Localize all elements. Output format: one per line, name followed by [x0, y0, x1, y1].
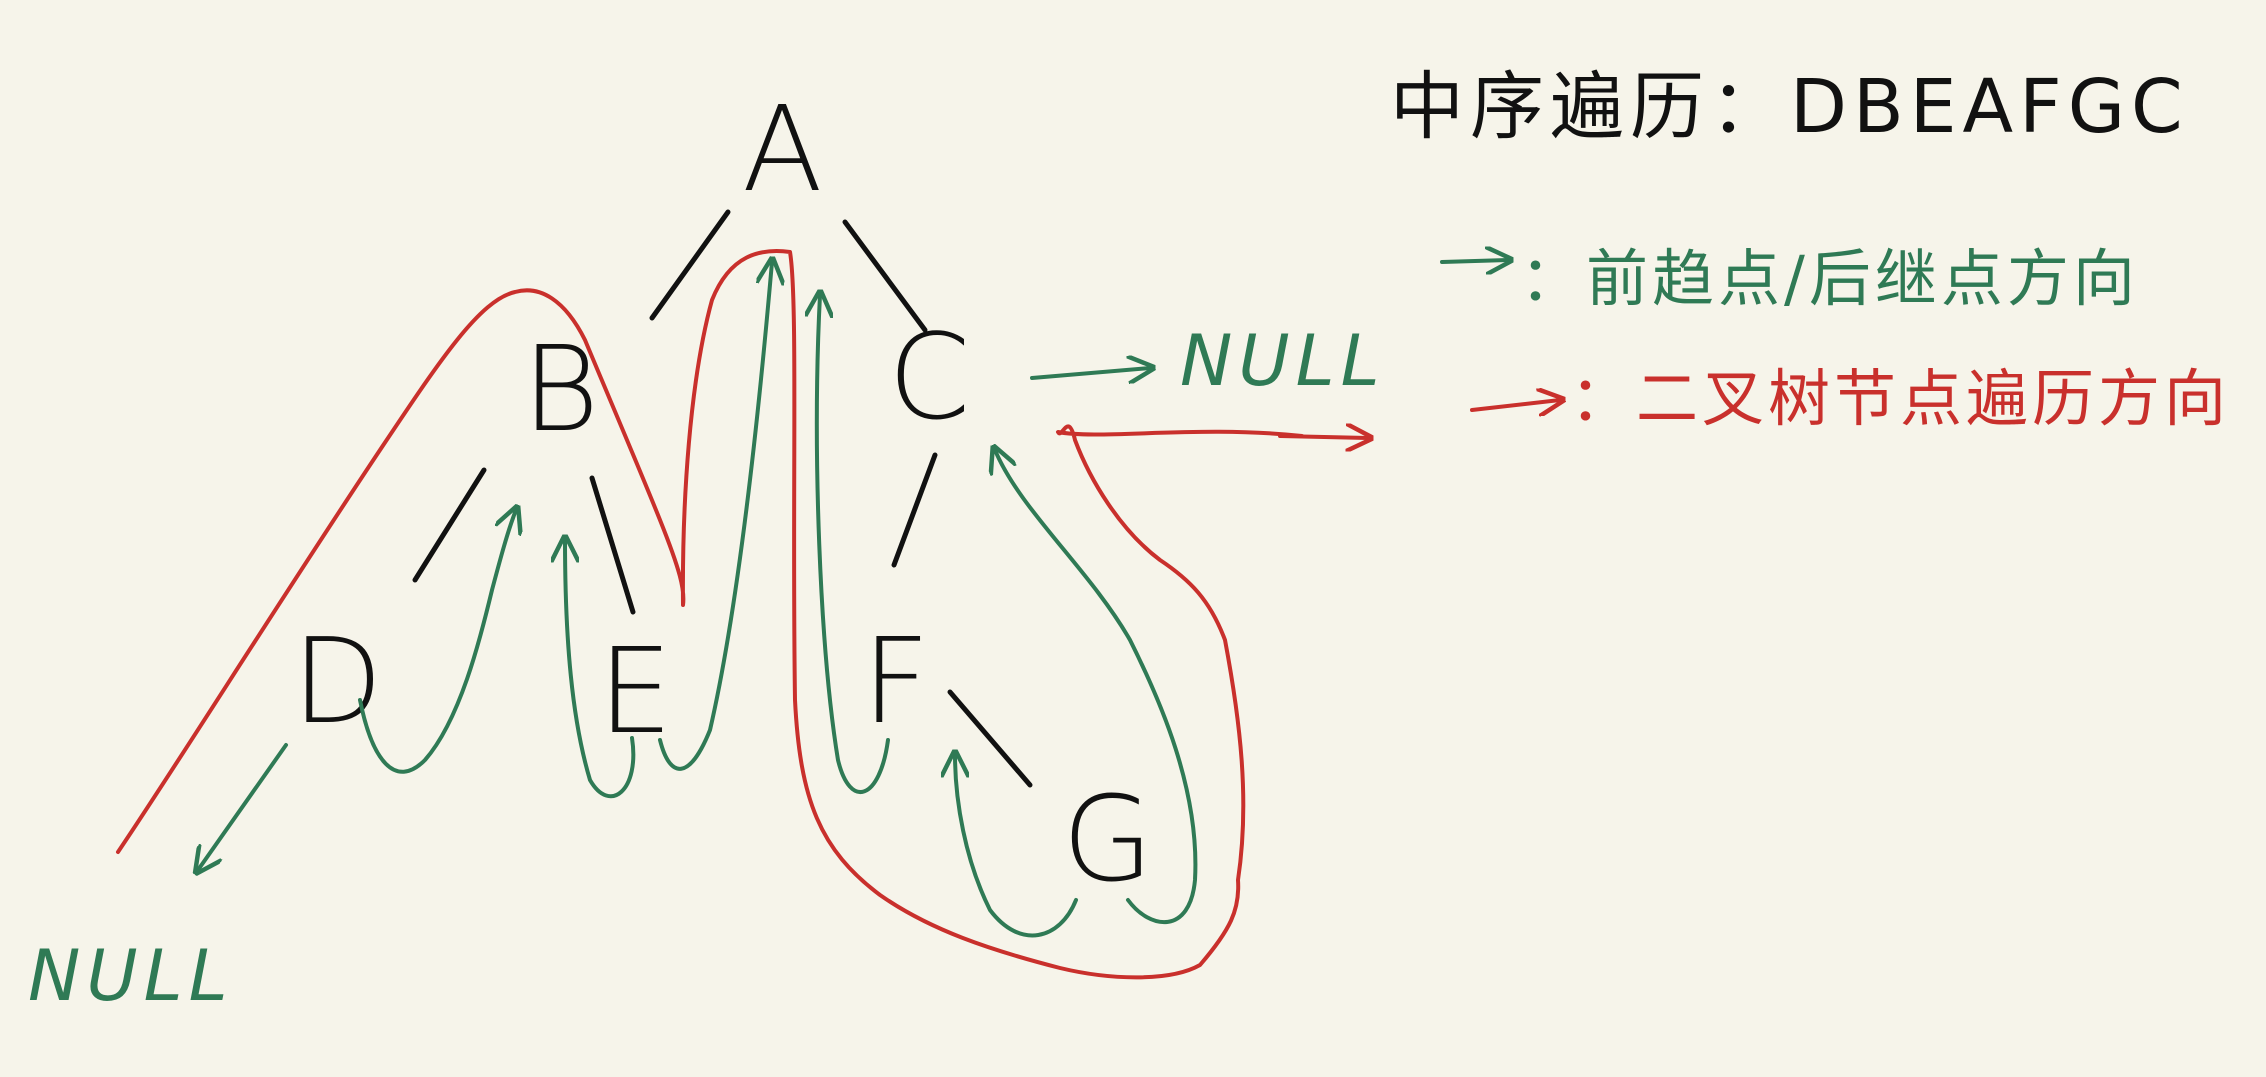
edge-c-f [891, 452, 938, 568]
legend-red-text: ：二叉树节点遍历方向 [1570, 362, 2230, 435]
thread-d-null [198, 743, 288, 870]
thread-g-c [995, 450, 1198, 924]
node-a: A [742, 80, 823, 218]
inorder-sequence: 中序遍历：DBEAFGC [1390, 64, 2189, 150]
traversal-arrow [1278, 436, 1368, 438]
node-f: F [862, 612, 930, 750]
node-c: C [888, 308, 970, 446]
legend-red-arrow-icon [1470, 400, 1560, 410]
null-label-right: NULL [1180, 320, 1386, 402]
thread-e-a [658, 262, 772, 771]
null-label-left: NULL [28, 935, 234, 1017]
node-g: G [1062, 770, 1153, 908]
thread-f-a [817, 295, 890, 794]
thread-c-null [1030, 368, 1150, 378]
node-b: B [522, 320, 599, 458]
legend-green-text: ：前趋点/后继点方向 [1520, 242, 2139, 315]
thread-g-f [955, 755, 1078, 938]
edge-b-e [589, 475, 636, 615]
edge-f-g [947, 689, 1033, 788]
node-e: E [598, 622, 673, 760]
edge-a-c [842, 219, 928, 333]
thread-d-b [358, 510, 516, 774]
legend-green-arrow-icon [1440, 260, 1508, 262]
edge-b-d [412, 467, 487, 583]
thread-e-b [565, 540, 636, 799]
edge-a-b [649, 209, 731, 321]
traversal-path [116, 249, 1304, 980]
